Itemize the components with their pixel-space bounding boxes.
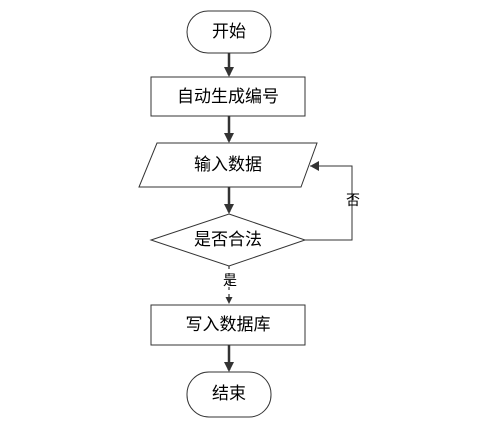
input-data-parallelogram [138, 142, 318, 188]
arrow-yes-branch-head [225, 297, 233, 304]
start-label: 开始 [212, 22, 246, 42]
edge-label-no: 否 [346, 193, 360, 209]
arrow-no-branch-head [310, 161, 319, 171]
edge-label-yes: 是 [223, 273, 237, 289]
write-db-process [150, 304, 306, 346]
write-db-label: 写入数据库 [185, 315, 271, 335]
auto-number-label: 自动生成编号 [177, 87, 279, 107]
end-label: 结束 [212, 384, 246, 404]
input-data-label: 输入数据 [194, 155, 262, 175]
end-terminal [186, 371, 272, 418]
arrow-no-branch [305, 165, 353, 241]
auto-number-process [150, 76, 306, 117]
is-valid-label: 是否合法 [194, 230, 262, 250]
